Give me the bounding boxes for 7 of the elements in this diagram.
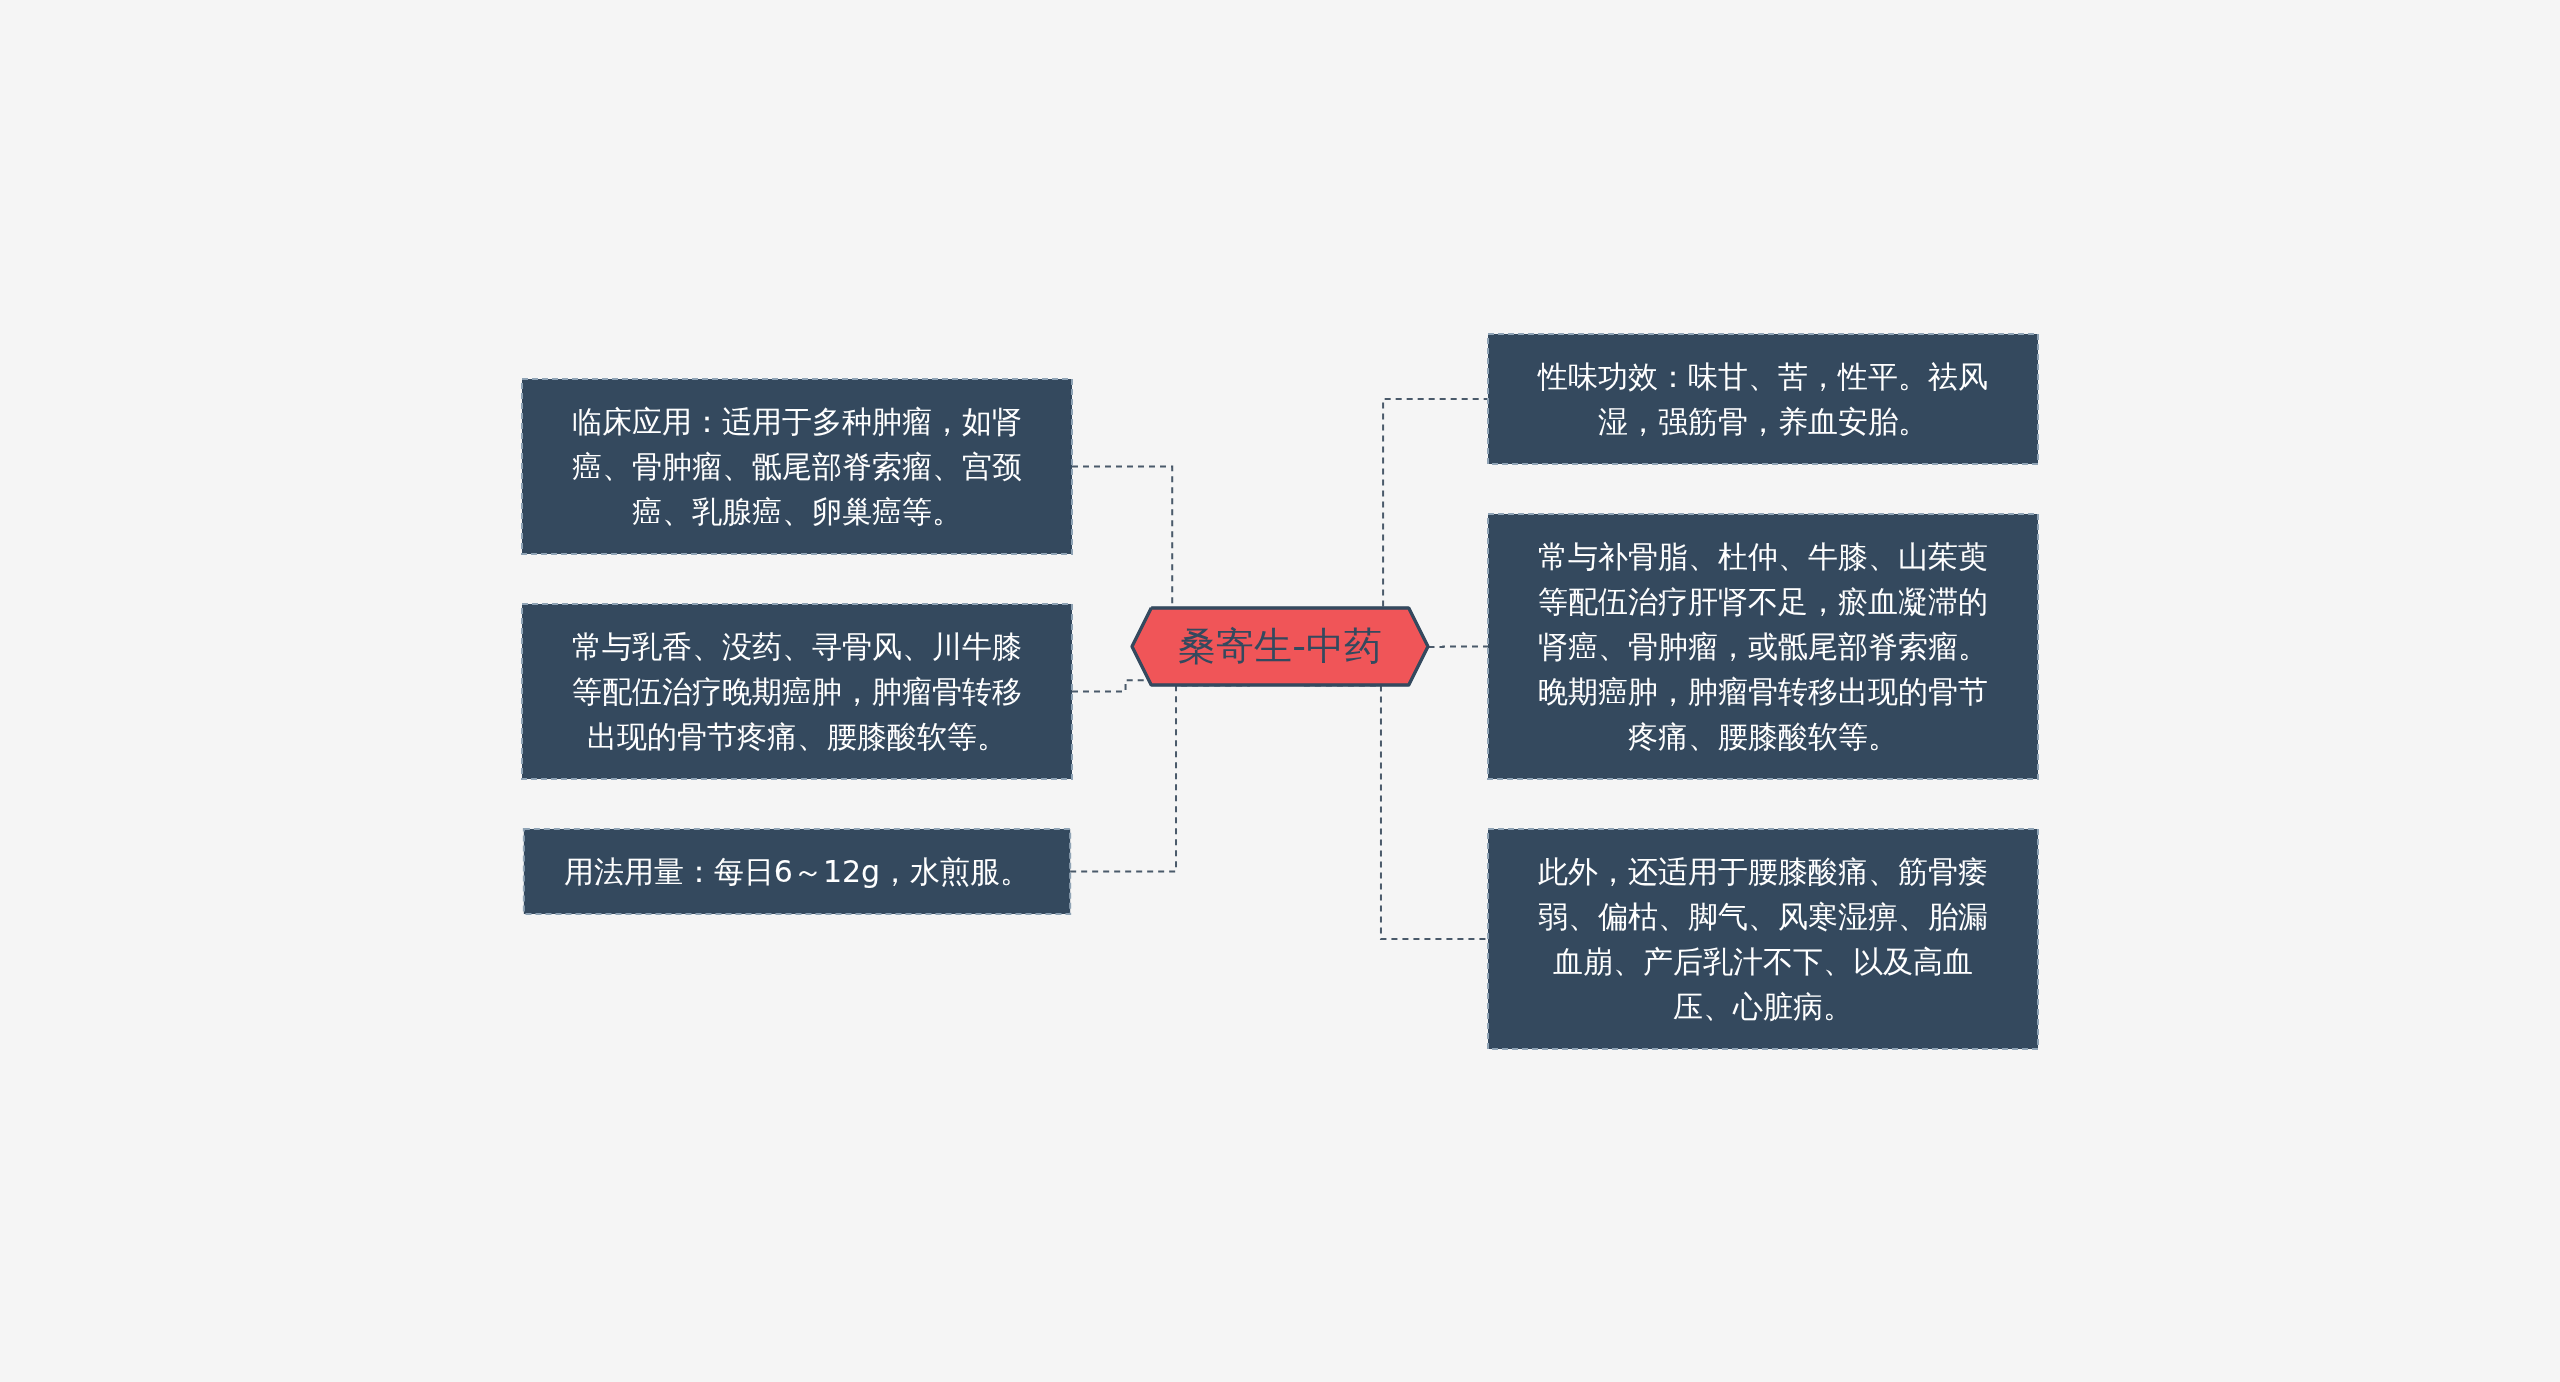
node-box: 临床应用：适用于多种肿瘤，如肾癌、骨肿瘤、骶尾部脊索瘤、宫颈癌、乳腺癌、卵巢癌等。 [521, 377, 1073, 555]
node-box: 常与补骨脂、杜仲、牛膝、山茱萸等配伍治疗肝肾不足，瘀血凝滞的肾癌、骨肿瘤，或骶尾部脊索瘤。晚期癌肿，肿瘤骨转移出现的骨节疼痛、腰膝酸软等。 [1487, 512, 2039, 780]
connector [1427, 645, 1489, 648]
node-box: 此外，还适用于腰膝酸痛、筋骨痿弱、偏枯、脚气、风寒湿痹、胎漏血崩、产后乳汁不下、以及高血压、心脏病。 [1487, 827, 2039, 1050]
node-box: 用法用量：每日6～12g，水煎服。 [522, 827, 1072, 915]
node-box: 常与乳香、没药、寻骨风、川牛膝等配伍治疗晚期癌肿，肿瘤骨转移出现的骨节疼痛、腰膝酸软等。 [521, 602, 1073, 780]
node-box: 性味功效：味甘、苦，性平。祛风湿，强筋骨，养血安胎。 [1487, 332, 2039, 465]
